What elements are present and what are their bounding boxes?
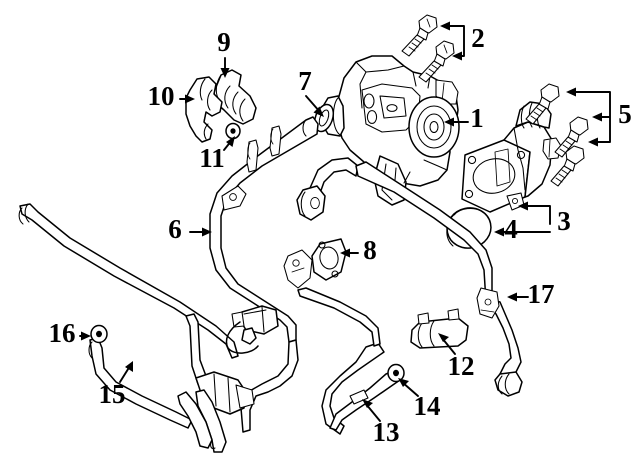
part-coolant-temp-sensor	[213, 69, 257, 125]
callout-leader-10	[179, 94, 195, 104]
callout-number-3: 3	[557, 206, 571, 236]
callout-number-8: 8	[363, 235, 377, 265]
part-water-pump	[321, 55, 460, 206]
part-temperature-switch	[185, 76, 223, 143]
callout-number-14: 14	[414, 391, 441, 421]
callout-leader-2	[440, 21, 465, 61]
callout-leader-7	[305, 95, 324, 117]
callout-number-12: 12	[448, 351, 475, 381]
part-tube-washer	[387, 363, 405, 383]
callout-leader-4	[494, 227, 551, 237]
part-long-coolant-tube	[18, 203, 255, 453]
part-flange-gasket	[311, 238, 347, 281]
callout-number-15: 15	[99, 379, 126, 409]
callout-number-7: 7	[298, 66, 312, 96]
callout-leader-5	[566, 87, 611, 147]
callout-number-9: 9	[217, 27, 231, 57]
part-electrical-connector	[225, 305, 279, 354]
callout-leader-13	[362, 399, 381, 422]
part-coolant-pipe-main	[209, 116, 319, 433]
callout-number-13: 13	[373, 417, 400, 447]
part-tube-washer-small	[90, 324, 108, 344]
callout-leader-1	[444, 117, 469, 127]
callout-leader-16	[79, 331, 91, 341]
callout-number-6: 6	[168, 214, 182, 244]
part-small-tube-stub	[297, 287, 381, 347]
part-housing-bolts	[525, 83, 589, 187]
callout-leader-3	[518, 201, 551, 225]
callout-leader-14	[398, 378, 419, 397]
part-heater-hose	[476, 287, 523, 397]
callout-number-11: 11	[199, 143, 225, 173]
callout-leader-17	[507, 292, 529, 302]
callout-leader-8	[340, 248, 359, 258]
callout-leader-12	[438, 333, 456, 355]
callout-leader-6	[189, 227, 212, 237]
part-sensor-washer	[225, 122, 241, 140]
part-water-pump-bolts	[401, 14, 455, 83]
callout-number-16: 16	[49, 318, 76, 348]
callout-leader-11	[223, 136, 235, 151]
callout-number-1: 1	[470, 103, 484, 133]
callout-leader-9	[220, 57, 230, 78]
callout-number-2: 2	[471, 23, 485, 53]
callout-leader-15	[119, 361, 133, 383]
callout-number-10: 10	[148, 81, 175, 111]
callout-number-5: 5	[618, 99, 632, 129]
callout-number-4: 4	[504, 214, 518, 244]
callout-number-17: 17	[528, 279, 555, 309]
part-housing-seal	[446, 207, 492, 249]
part-hose-connector	[410, 308, 469, 349]
